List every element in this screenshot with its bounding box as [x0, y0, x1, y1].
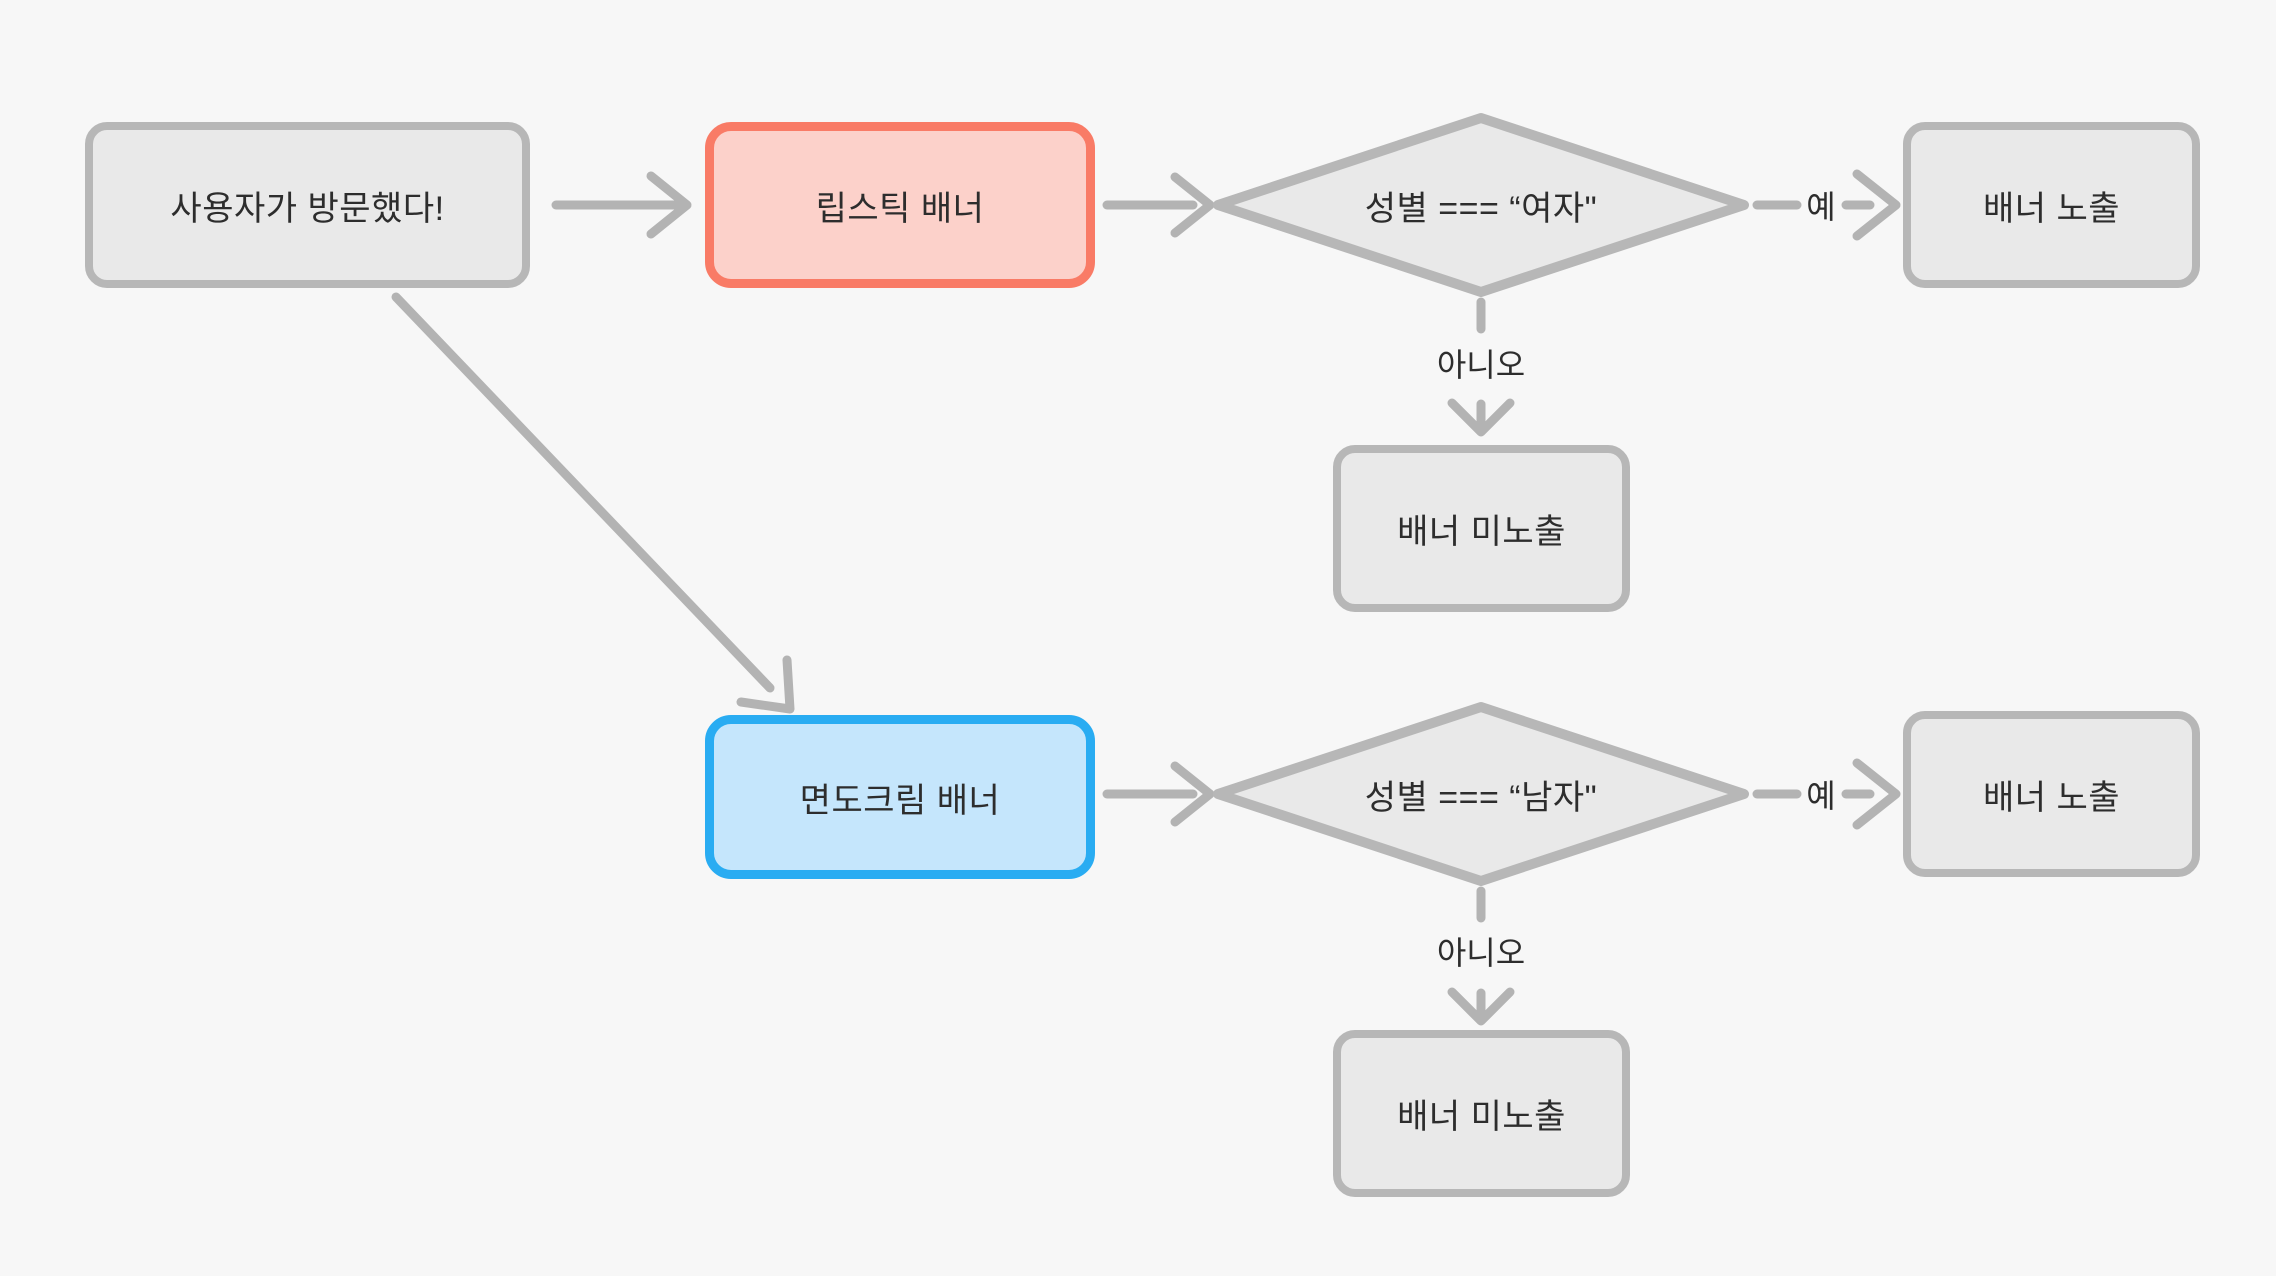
condition-female-shape — [1213, 113, 1749, 297]
edge-start-to-lipstick — [551, 171, 692, 239]
edge-condition-female-yes — [1752, 169, 1901, 241]
node-banner-hide-top: 배너 미노출 — [1333, 445, 1630, 612]
condition-male-shape — [1213, 702, 1749, 886]
node-shaving-banner-label: 면도크림 배너 — [799, 781, 1001, 820]
node-lipstick-banner-label: 립스틱 배너 — [815, 189, 985, 228]
edge-start-to-shaving — [391, 292, 795, 714]
node-banner-hide-top-label: 배너 미노출 — [1397, 513, 1566, 551]
edge-shaving-to-condition-male — [1102, 761, 1215, 827]
edge-label-no-top: 아니오 — [1436, 347, 1526, 383]
node-start: 사용자가 방문했다! — [85, 122, 530, 288]
node-banner-hide-bottom: 배너 미노출 — [1333, 1030, 1630, 1197]
node-lipstick-banner: 립스틱 배너 — [705, 122, 1095, 288]
edge-label-no-bottom: 아니오 — [1436, 935, 1526, 971]
node-banner-show-top-label: 배너 노출 — [1982, 189, 2121, 228]
node-banner-show-bottom: 배너 노출 — [1903, 711, 2200, 877]
node-condition-male: 성별 === “남자" — [1258, 749, 1704, 839]
edge-label-yes-bottom: 예 — [1806, 778, 1836, 814]
node-banner-hide-bottom-label: 배너 미노출 — [1397, 1098, 1566, 1136]
node-banner-show-top: 배너 노출 — [1903, 122, 2200, 288]
node-condition-male-label: 성별 === “남자" — [1364, 778, 1598, 817]
node-shaving-banner: 면도크림 배너 — [705, 715, 1095, 879]
node-start-label: 사용자가 방문했다! — [170, 189, 445, 228]
edge-condition-male-no — [1447, 886, 1515, 1026]
edge-lipstick-to-condition-female — [1102, 172, 1215, 238]
node-condition-female-label: 성별 === “여자" — [1364, 189, 1598, 228]
node-condition-female: 성별 === “여자" — [1258, 160, 1704, 250]
edge-label-yes-top: 예 — [1806, 189, 1836, 225]
edge-condition-female-no — [1447, 297, 1515, 437]
node-banner-show-bottom-label: 배너 노출 — [1982, 778, 2121, 817]
edge-condition-male-yes — [1752, 758, 1901, 830]
